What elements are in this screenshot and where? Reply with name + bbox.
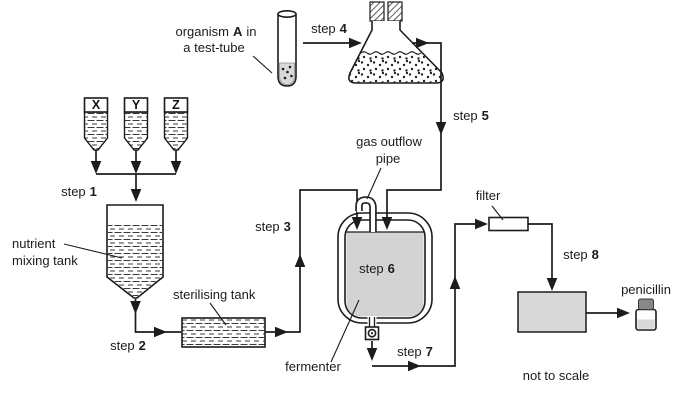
pointer-gas-pipe bbox=[366, 167, 382, 200]
pointer-fermenter bbox=[330, 299, 360, 363]
sterilising-tank bbox=[181, 317, 266, 348]
hopper-z-label: Z bbox=[172, 98, 180, 112]
label-nutrient-line1: nutrient bbox=[12, 236, 56, 251]
product-box bbox=[517, 291, 587, 333]
pipe-step8 bbox=[528, 223, 553, 288]
conical-flask bbox=[348, 1, 444, 84]
hopper-y-label: Y bbox=[132, 98, 141, 112]
penicillin-bottle bbox=[635, 298, 657, 331]
flask-liquid bbox=[348, 53, 444, 83]
hopper-z: Z bbox=[163, 97, 189, 151]
flask-liquid-surface bbox=[360, 51, 422, 55]
test-tube bbox=[277, 10, 297, 87]
label-filter: filter bbox=[476, 188, 501, 203]
hopper-y-labelbox bbox=[123, 97, 149, 113]
filter bbox=[488, 216, 529, 232]
hopper-y: Y bbox=[123, 97, 149, 151]
culture-dots bbox=[281, 65, 293, 80]
pipe-step2 bbox=[134, 299, 181, 333]
bottle-cap bbox=[638, 298, 654, 310]
fermenter bbox=[337, 212, 433, 341]
cotton-plug-right bbox=[387, 1, 403, 22]
bottle-liquid bbox=[637, 319, 655, 329]
label-gas-outflow-line1: gas outflow bbox=[356, 134, 422, 149]
test-tube-opening bbox=[277, 10, 297, 19]
gas-outflow-pipe bbox=[355, 196, 377, 232]
label-not-to-scale: not to scale bbox=[523, 368, 590, 383]
label-sterilising-tank: sterilising tank bbox=[173, 287, 256, 302]
pointer-filter bbox=[491, 205, 504, 221]
nutrient-hoppers: X Y Z bbox=[83, 97, 189, 151]
fermenter-liquid bbox=[346, 232, 424, 317]
label-fermenter: fermenter bbox=[285, 359, 341, 374]
hopper-x-label: X bbox=[92, 98, 101, 112]
product-box-body bbox=[517, 291, 587, 333]
pointer-sterilising bbox=[209, 302, 227, 326]
sterilising-tank-body bbox=[181, 317, 266, 348]
hopper-x: X bbox=[83, 97, 109, 151]
outlet-valve-dot bbox=[370, 332, 374, 335]
hopper-z-body bbox=[163, 111, 189, 151]
filter-body bbox=[488, 216, 529, 232]
label-penicillin: penicillin bbox=[621, 282, 671, 297]
test-tube-culture bbox=[279, 62, 295, 85]
nutrient-mixing-tank bbox=[106, 204, 164, 299]
pointer-organism bbox=[252, 55, 273, 74]
label-organism-line2: a test-tube bbox=[183, 40, 244, 55]
hopper-z-labelbox bbox=[163, 97, 189, 113]
pointer-nutrient bbox=[63, 243, 123, 259]
hopper-x-labelbox bbox=[83, 97, 109, 113]
pointer-lines bbox=[63, 55, 504, 363]
mixing-tank-contents bbox=[108, 224, 162, 297]
outlet-stem bbox=[368, 317, 376, 327]
gas-pipe-inner bbox=[356, 197, 376, 232]
pipe-step5 bbox=[386, 42, 442, 225]
label-nutrient-line2: mixing tank bbox=[12, 253, 78, 268]
hopper-y-body bbox=[123, 111, 149, 151]
label-gas-outflow-line2: pipe bbox=[376, 151, 401, 166]
hopper-x-body bbox=[83, 111, 109, 151]
cotton-plug-left bbox=[369, 1, 385, 22]
